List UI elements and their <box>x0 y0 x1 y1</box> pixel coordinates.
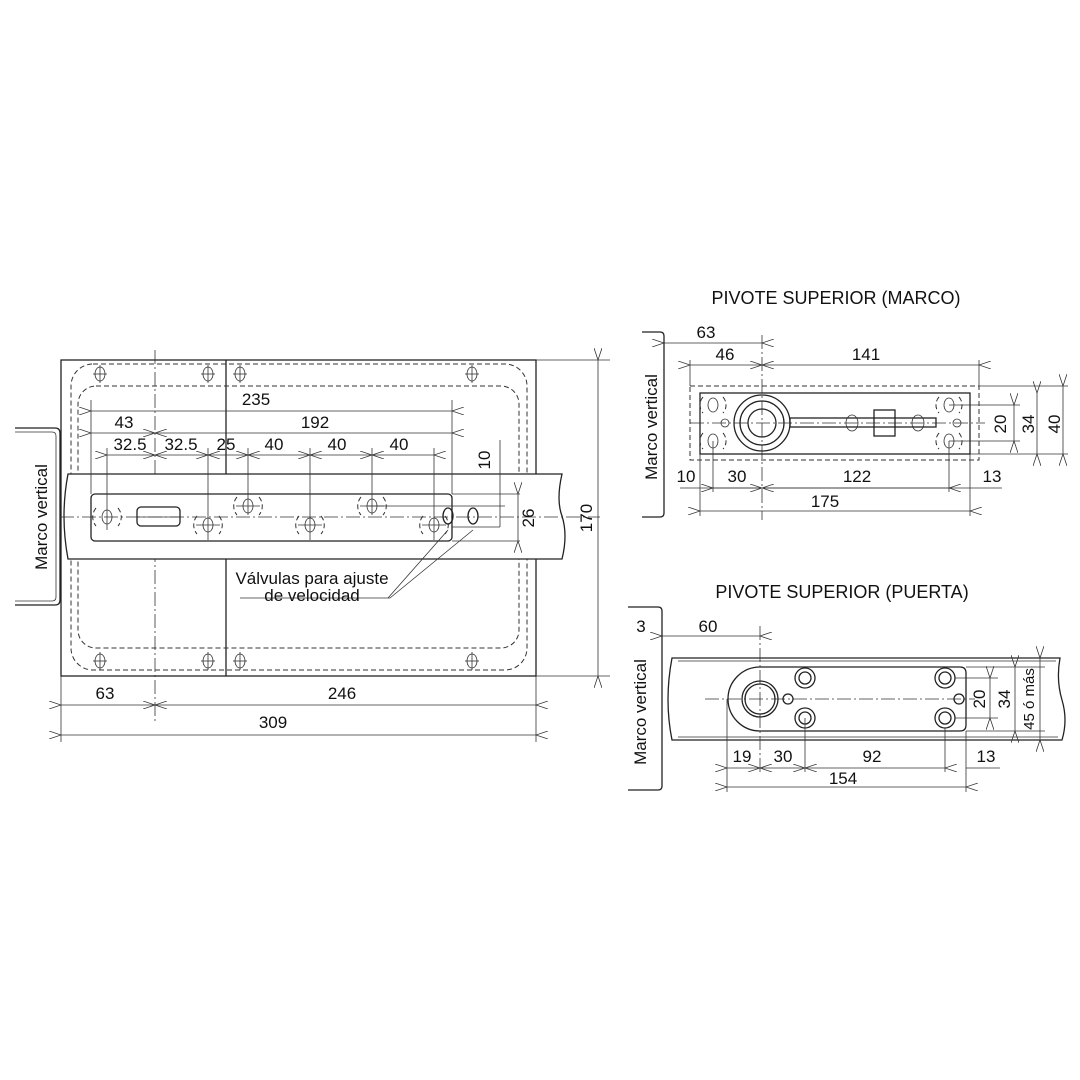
dim-26: 26 <box>519 509 538 528</box>
dim-63: 63 <box>96 684 115 703</box>
dim-30: 30 <box>774 747 793 766</box>
frame-label: Marco vertical <box>32 464 51 570</box>
dim-10: 10 <box>677 467 696 486</box>
pivot-frame-holes <box>699 396 1020 450</box>
pivot-arm <box>789 417 937 428</box>
pivot-door-plate <box>727 666 967 732</box>
spindle-slot <box>136 506 181 527</box>
dim-40-c: 40 <box>390 435 409 454</box>
dim-154: 154 <box>829 769 857 788</box>
dim-32-5-b: 32.5 <box>164 435 197 454</box>
door-beam <box>63 473 566 560</box>
dim-40-a: 40 <box>265 435 284 454</box>
dim-3: 3 <box>636 617 645 636</box>
valve-note-line2: de velocidad <box>264 586 359 605</box>
dim-45-or-more: 45 ó más <box>1021 668 1038 730</box>
dim-40: 40 <box>1045 415 1064 434</box>
main-view: Marco vertical <box>15 350 610 742</box>
dim-309: 309 <box>259 713 287 732</box>
valve-leader <box>240 529 474 599</box>
pivot-door-holes <box>741 667 965 729</box>
pivot-plate <box>699 392 971 455</box>
valve-note-line1: Válvulas para ajuste <box>235 569 388 588</box>
vertical-frame <box>15 427 61 606</box>
main-dimensions: 235 43 192 32.5 32.5 25 40 40 40 10 26 1… <box>61 360 610 742</box>
dim-170: 170 <box>577 504 596 532</box>
dim-34: 34 <box>1019 415 1038 434</box>
pivot-door-dimensions: 3 60 20 34 45 ó más 19 30 92 13 <box>636 617 1045 792</box>
mounting-holes <box>93 365 479 670</box>
dim-63: 63 <box>697 323 716 342</box>
dim-122: 122 <box>843 467 871 486</box>
vertical-frame <box>642 331 665 518</box>
dim-43: 43 <box>115 413 134 432</box>
dim-246: 246 <box>328 684 356 703</box>
dim-92: 92 <box>863 747 882 766</box>
dim-32-5-a: 32.5 <box>113 435 146 454</box>
vertical-frame <box>628 606 663 791</box>
pivot-frame-view: PIVOTE SUPERIOR (MARCO) Marco vertical <box>642 288 1068 520</box>
pivot-door-title: PIVOTE SUPERIOR (PUERTA) <box>715 582 968 602</box>
dim-46: 46 <box>716 345 735 364</box>
dim-60: 60 <box>699 617 718 636</box>
dim-141: 141 <box>852 345 880 364</box>
dim-13: 13 <box>977 747 996 766</box>
dim-25: 25 <box>217 435 236 454</box>
dim-192: 192 <box>301 413 329 432</box>
dim-30: 30 <box>728 467 747 486</box>
closer-body <box>90 493 453 542</box>
dim-235: 235 <box>242 390 270 409</box>
speed-valves <box>442 507 479 525</box>
pivot-door-view: PIVOTE SUPERIOR (PUERTA) Marco vertical … <box>628 582 1066 792</box>
dim-13: 13 <box>983 467 1002 486</box>
frame-label: Marco vertical <box>642 374 661 480</box>
dim-10: 10 <box>475 451 494 470</box>
frame-label: Marco vertical <box>631 659 650 765</box>
door-profile <box>667 657 1066 741</box>
pivot-frame-title: PIVOTE SUPERIOR (MARCO) <box>711 288 960 308</box>
dim-34: 34 <box>995 690 1014 709</box>
dim-20: 20 <box>991 415 1010 434</box>
pivot-frame-dimensions: 63 46 141 20 34 40 10 30 122 13 1 <box>664 323 1064 516</box>
dim-20: 20 <box>970 690 989 709</box>
dim-40-b: 40 <box>328 435 347 454</box>
dim-175: 175 <box>811 492 839 511</box>
dim-19: 19 <box>733 747 752 766</box>
arm-block <box>873 409 896 437</box>
